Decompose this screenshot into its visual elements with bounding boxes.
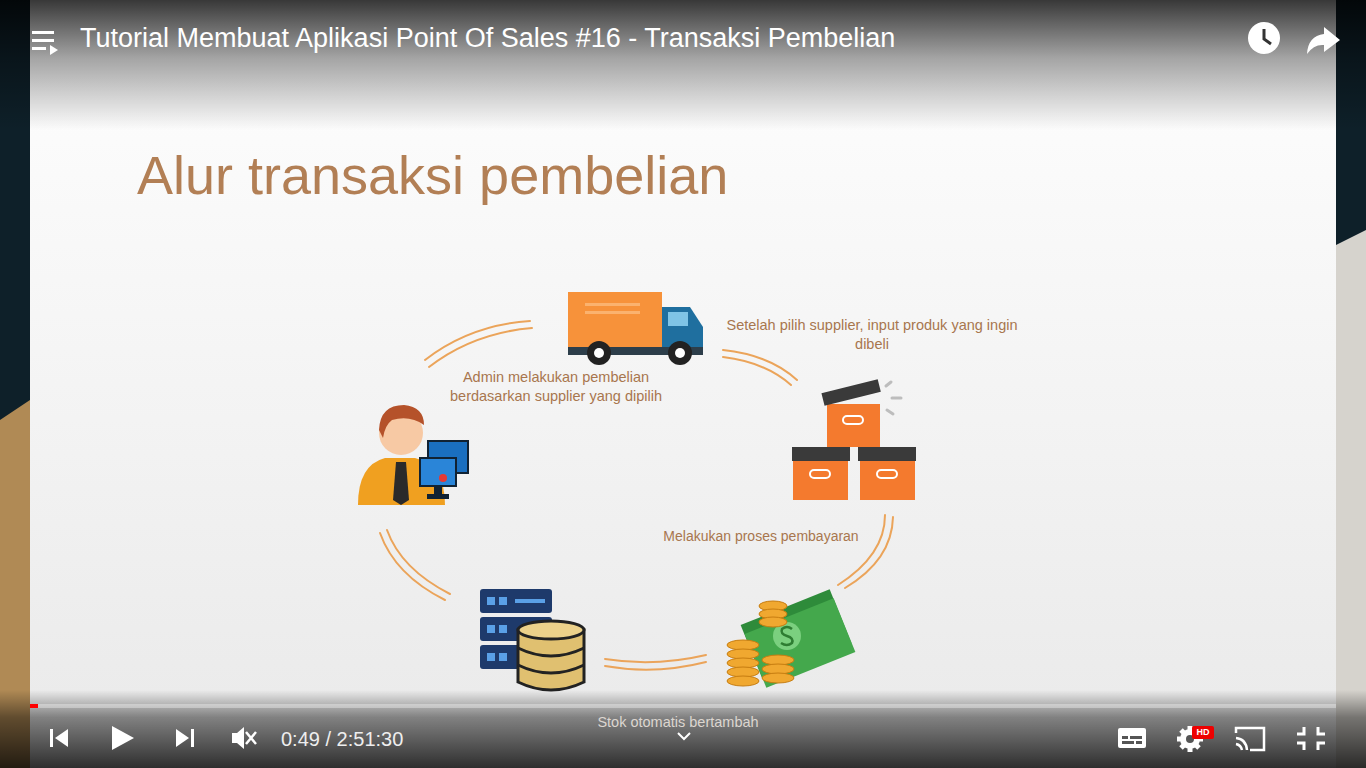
mute-icon <box>232 727 244 749</box>
slide-title: Alur transaksi pembelian <box>137 140 728 210</box>
play-icon <box>112 726 134 750</box>
top-shade <box>0 0 1366 130</box>
mute-icon <box>246 732 256 744</box>
video-title: Tutorial Membuat Aplikasi Point Of Sales… <box>80 21 895 56</box>
step-caption: Stok otomatis bertambah <box>578 713 778 732</box>
prev-icon <box>50 729 53 747</box>
next-icon <box>191 729 194 747</box>
fullscreen-exit-icon <box>1297 727 1325 750</box>
captions-icon <box>1118 728 1146 748</box>
money-icon <box>727 589 855 688</box>
time-display: 0:49 / 2:51:30 <box>281 726 403 752</box>
bottom-shade <box>0 690 1366 768</box>
progress-track <box>30 704 1336 708</box>
cast-icon <box>1236 728 1264 750</box>
playlist-icon <box>32 31 58 55</box>
hd-badge-text: HD <box>1192 726 1214 739</box>
progress-played <box>30 704 38 708</box>
frame-right-shape <box>1336 230 1366 768</box>
hd-badge <box>1192 726 1214 739</box>
chevron-icon <box>678 733 690 739</box>
admin-icon <box>358 405 468 505</box>
share-icon <box>1307 27 1340 54</box>
step-caption: Admin melakukan pembelian berdasarkan su… <box>436 368 676 406</box>
boxes-icon <box>792 379 916 500</box>
next-icon <box>176 729 189 747</box>
truck-icon <box>568 292 703 365</box>
clock-icon <box>1248 22 1280 54</box>
prev-icon <box>55 729 68 747</box>
step-caption: Setelah pilih supplier, input produk yan… <box>722 316 1022 354</box>
database-icon <box>480 589 584 690</box>
step-caption: Melakukan proses pembayaran <box>636 527 886 545</box>
